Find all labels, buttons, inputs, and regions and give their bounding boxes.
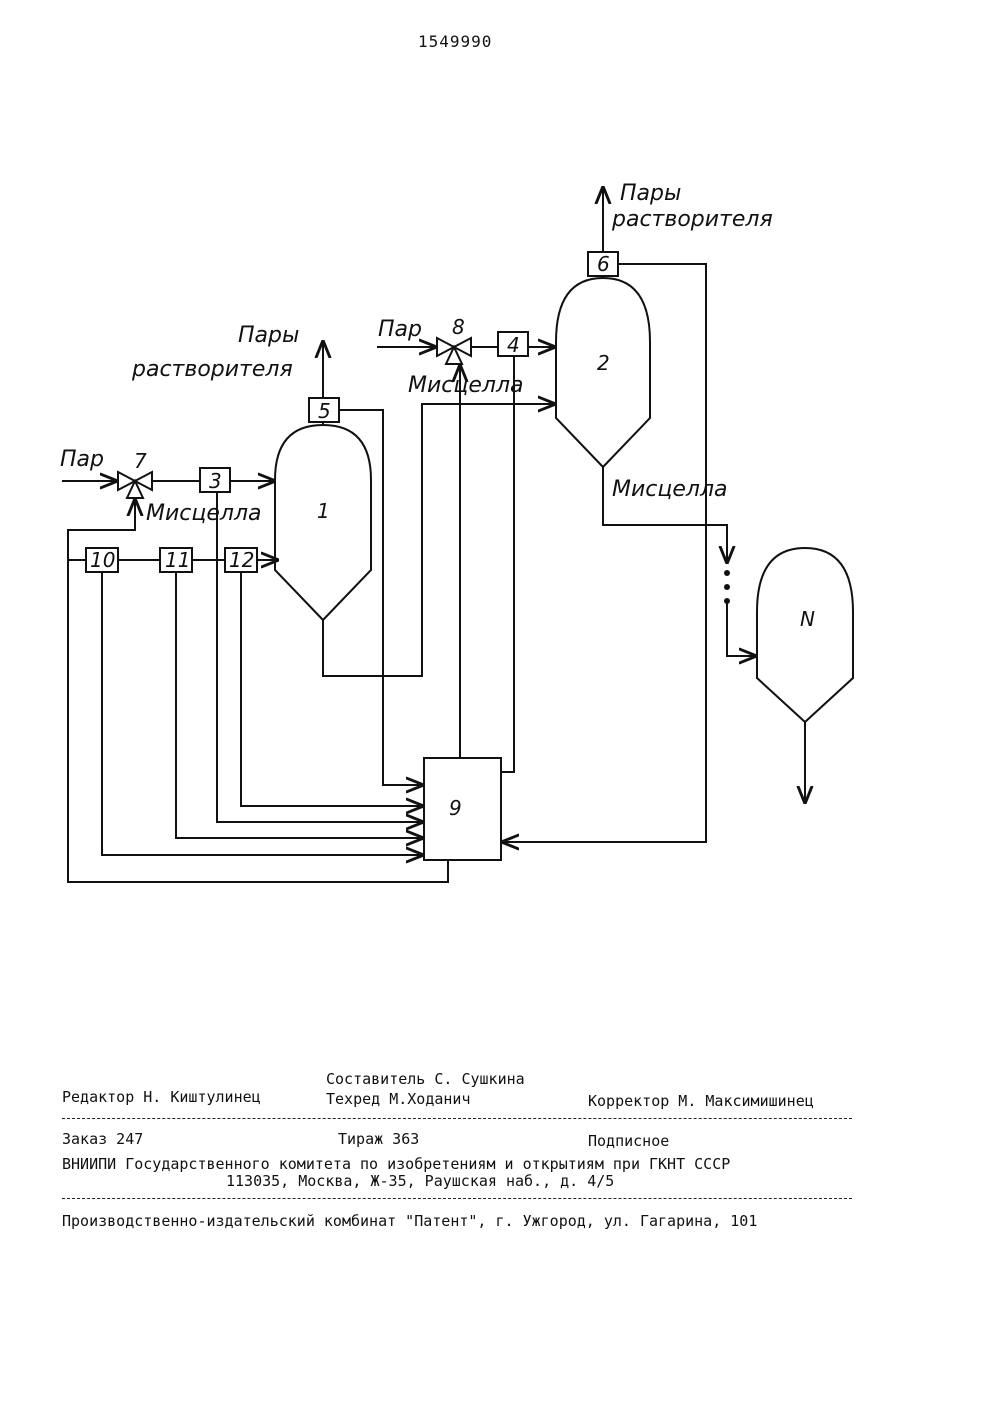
- techred: Техред М.Ходанич: [326, 1090, 471, 1108]
- solvent-vapors-label-2b: растворителя: [611, 207, 773, 232]
- block-4-label: 4: [507, 333, 520, 357]
- subscription: Подписное: [588, 1132, 669, 1150]
- solvent-vapors-label-2a: Пары: [620, 181, 681, 206]
- vessel-2-label: 2: [597, 351, 610, 375]
- solvent-vapors-label-1a: Пары: [238, 323, 299, 348]
- editor: Редактор Н. Киштулинец: [62, 1088, 261, 1106]
- process-diagram: Пары растворителя Пары растворителя Пар …: [0, 0, 1000, 1000]
- divider-2: [62, 1198, 852, 1199]
- composer: Составитель С. Сушкина: [326, 1070, 525, 1088]
- block-6-label: 6: [597, 252, 610, 276]
- vessel-n: [757, 548, 853, 722]
- steam-label-2: Пар: [378, 317, 422, 342]
- vessel-n-label: N: [800, 607, 815, 631]
- controller-9-label: 9: [449, 796, 462, 820]
- publisher: Производственно-издательский комбинат "П…: [62, 1212, 757, 1230]
- valve-7: [118, 472, 152, 498]
- valve-7-label: 7: [134, 449, 147, 473]
- order: Заказ 247: [62, 1130, 143, 1148]
- divider-1: [62, 1118, 852, 1119]
- block-12-label: 12: [229, 548, 254, 572]
- vessel-1-label: 1: [317, 499, 330, 523]
- miscella-label-2: Мисцелла: [408, 373, 524, 398]
- continuation-dots: [724, 570, 730, 604]
- solvent-vapors-label-1b: растворителя: [131, 357, 293, 382]
- block-11-label: 11: [165, 548, 190, 572]
- address: 113035, Москва, Ж-35, Раушская наб., д. …: [226, 1172, 614, 1190]
- valve-8: [437, 338, 471, 364]
- valve-8-label: 8: [452, 315, 465, 339]
- miscella-label-1: Мисцелла: [146, 501, 262, 526]
- circulation: Тираж 363: [338, 1130, 419, 1148]
- block-5-label: 5: [318, 399, 331, 423]
- institute: ВНИИПИ Государственного комитета по изоб…: [62, 1155, 730, 1173]
- block-10-label: 10: [90, 548, 115, 572]
- steam-label-1: Пар: [60, 447, 104, 472]
- block-3-label: 3: [209, 469, 222, 493]
- miscella-label-3: Мисцелла: [612, 477, 728, 502]
- corrector: Корректор М. Максимишинец: [588, 1092, 814, 1110]
- controller-9: [424, 758, 501, 860]
